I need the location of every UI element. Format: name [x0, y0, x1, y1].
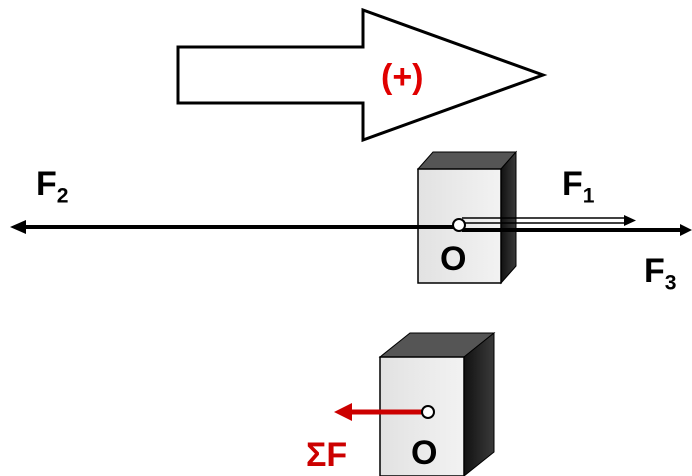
force-f3-vector	[462, 224, 692, 236]
lower-point-o-marker	[421, 405, 435, 419]
lower-point-o-label: O	[411, 434, 438, 472]
force-f3-label: F3	[644, 252, 677, 295]
positive-direction-label: (+)	[381, 58, 424, 96]
force-f2-label: F2	[36, 165, 69, 208]
resultant-label: ΣF	[306, 436, 348, 474]
resultant-vector	[334, 403, 425, 421]
point-o-label: O	[440, 240, 467, 278]
force-f1-vector	[462, 215, 636, 226]
positive-direction-arrow	[176, 7, 548, 143]
point-o-marker	[452, 218, 466, 232]
force-f2-vector	[10, 220, 459, 234]
lower-box	[378, 331, 496, 476]
force-f1-label: F1	[562, 165, 595, 208]
